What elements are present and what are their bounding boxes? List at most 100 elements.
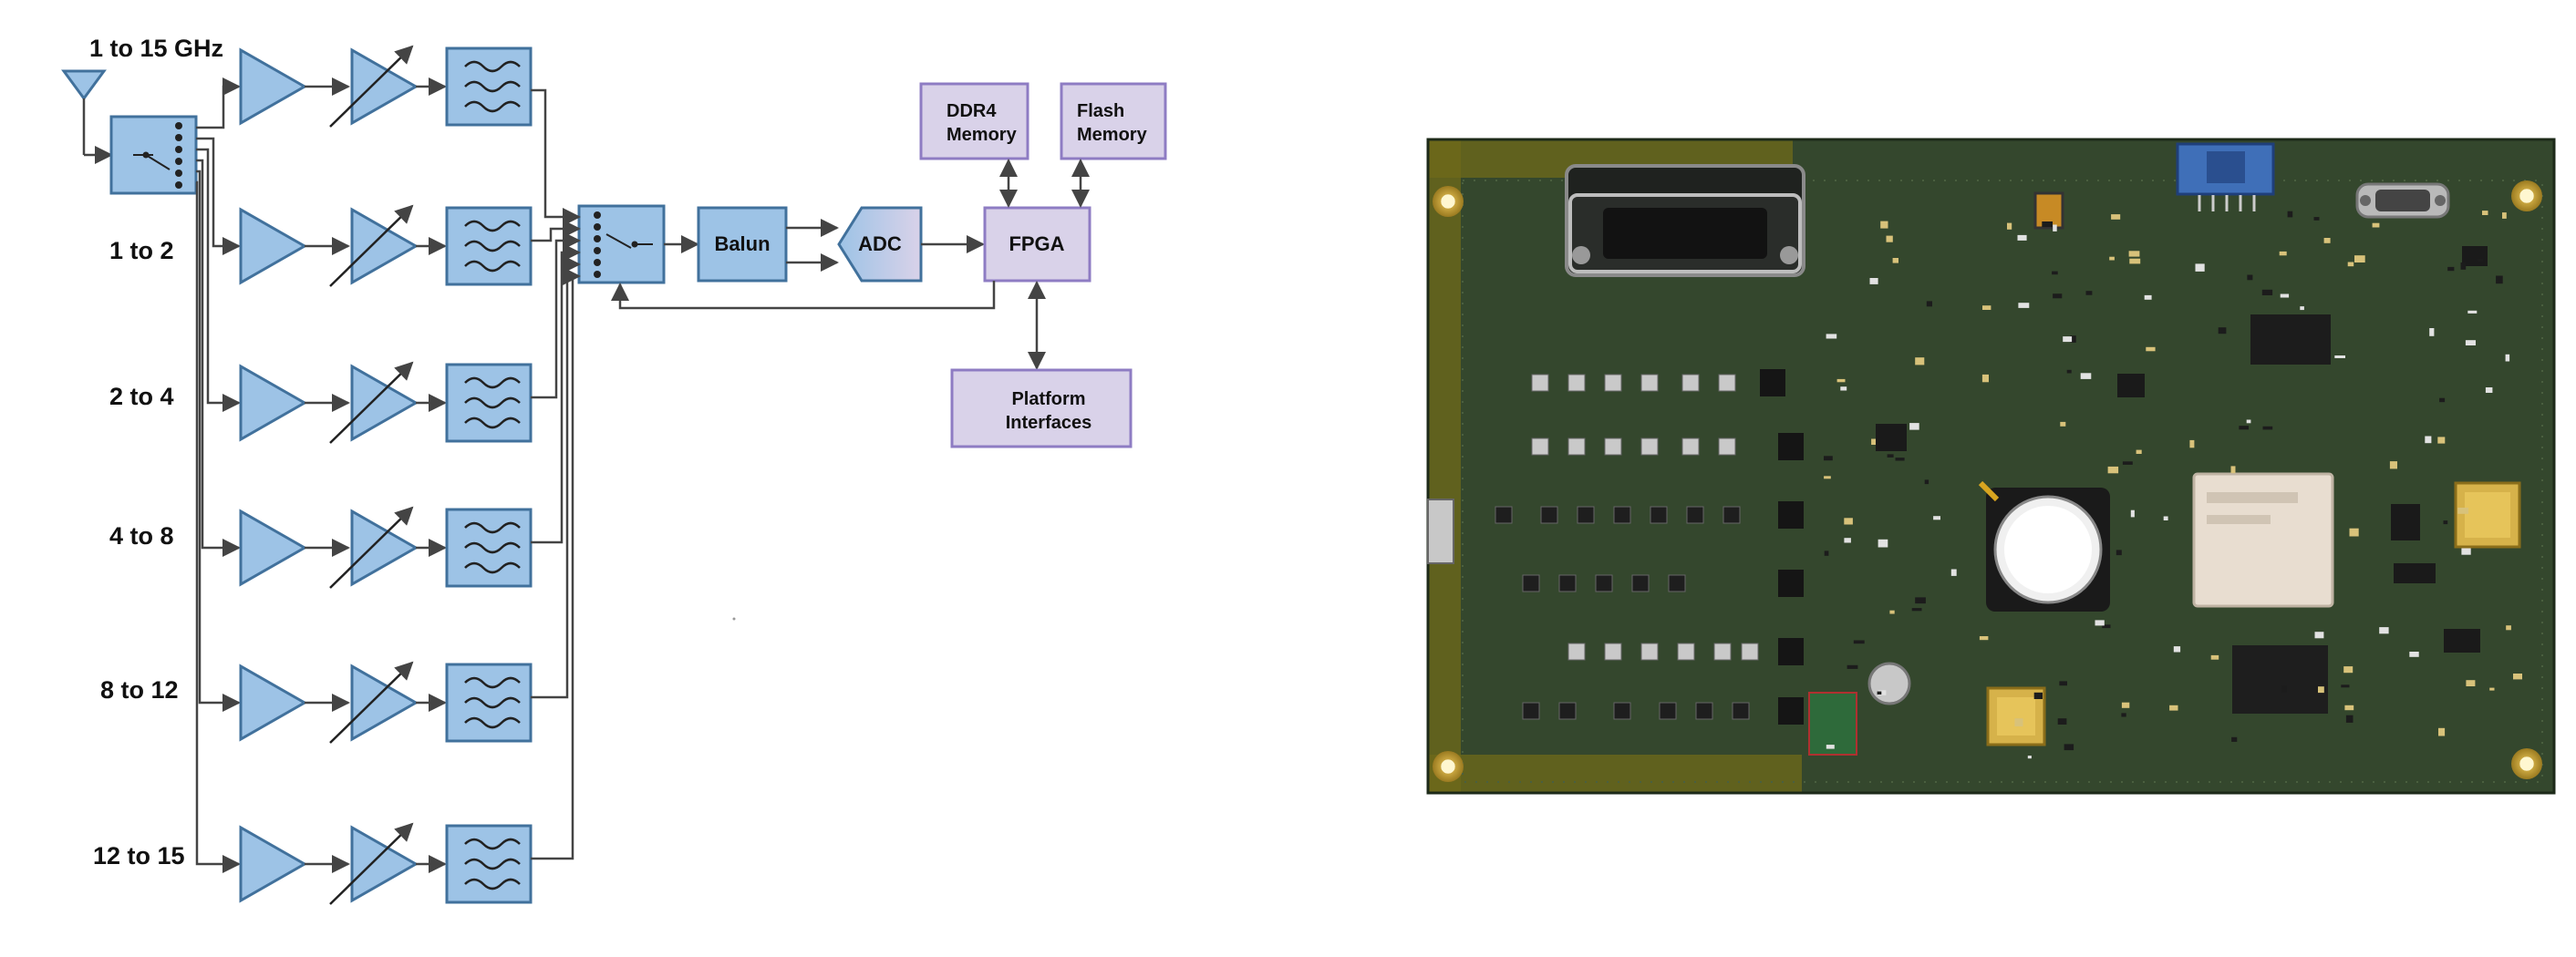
passive	[2349, 528, 2359, 537]
mux-switch-icon	[577, 204, 666, 284]
passive	[2057, 718, 2067, 725]
passive	[2109, 256, 2115, 261]
passive	[2102, 624, 2111, 629]
rf-part	[1613, 506, 1631, 524]
passive	[2173, 646, 2181, 653]
passive	[2060, 421, 2066, 427]
passive	[1847, 664, 1858, 669]
passive	[1877, 691, 1882, 695]
passive	[2053, 293, 2063, 299]
rf-chain-2	[239, 204, 533, 287]
amplifier-icon	[239, 825, 308, 903]
passive	[1871, 438, 1876, 445]
passive	[1911, 608, 1922, 612]
balun-label: Balun	[714, 232, 770, 255]
passive	[2341, 684, 2350, 688]
band-label-2-4: 2 to 4	[109, 383, 174, 410]
mounting-hole-tl	[1433, 186, 1464, 217]
passive	[2169, 705, 2178, 711]
rf-chain-5	[239, 661, 533, 744]
passive	[2461, 548, 2471, 555]
rf-part	[1677, 643, 1695, 661]
rf-part	[1640, 437, 1659, 456]
flash-label-line2: Memory	[1077, 125, 1148, 145]
passive	[2189, 439, 2195, 448]
rf-part	[1604, 374, 1622, 392]
pcb-via-fence	[1462, 180, 2543, 783]
platform-label-line1: Platform	[1011, 389, 1085, 409]
passive	[2239, 426, 2249, 430]
mounting-hole-br	[2511, 748, 2542, 779]
passive	[2314, 632, 2324, 639]
passive	[2318, 686, 2324, 694]
passive	[1909, 423, 1919, 430]
passive	[2136, 449, 2142, 454]
rf-part	[1659, 702, 1677, 720]
passive	[2230, 466, 2236, 474]
rf-part	[1741, 643, 1759, 661]
rf-chain-4	[239, 506, 533, 589]
fpga-block: FPGA	[983, 206, 1091, 283]
passive	[1826, 334, 1837, 339]
input-switch-icon	[109, 115, 198, 195]
balun-block: Balun	[697, 206, 788, 283]
passive	[2146, 346, 2156, 352]
passive	[2460, 262, 2467, 270]
passive	[1887, 454, 1894, 458]
ic-regulator	[2391, 504, 2420, 540]
passive	[2042, 221, 2053, 228]
passive	[1950, 569, 1957, 576]
rf-part	[1558, 702, 1577, 720]
passive	[2052, 271, 2058, 275]
pcb-outline	[1426, 138, 2556, 795]
passive	[2111, 214, 2121, 220]
passive	[2447, 266, 2455, 272]
passive	[1982, 305, 1991, 310]
amplifier-icon	[239, 664, 308, 742]
rf-part	[1732, 702, 1750, 720]
passive	[2231, 736, 2238, 742]
rf-ic	[1778, 433, 1804, 460]
round-shield	[1978, 480, 2110, 612]
rf-ic	[1778, 697, 1804, 725]
rf-part	[1631, 574, 1650, 592]
rf-part	[1577, 506, 1595, 524]
passive	[2130, 509, 2135, 518]
passive	[1878, 690, 1887, 695]
passive	[1826, 745, 1835, 749]
amplifier-icon	[239, 364, 308, 442]
passive	[2095, 620, 2105, 626]
passive	[2066, 369, 2072, 374]
rf-part	[1604, 643, 1622, 661]
passive	[1824, 551, 1829, 556]
passive	[1979, 636, 1989, 641]
filter-icon	[445, 508, 533, 588]
blue-header-connector	[2176, 142, 2275, 211]
filter-icon	[445, 663, 533, 743]
rf-chain-3	[239, 361, 533, 444]
rf-part	[1531, 374, 1549, 392]
passive	[1853, 640, 1865, 644]
passive	[2344, 705, 2354, 711]
rf-ic	[1778, 638, 1804, 665]
ic-small-5	[2444, 629, 2480, 653]
mounting-hole-tr	[2511, 180, 2542, 211]
rf-part	[1558, 574, 1577, 592]
variable-attenuator-icon	[329, 822, 419, 905]
rf-component-rows	[1495, 369, 1804, 725]
rf-chain-6	[239, 822, 533, 905]
passive	[2033, 692, 2043, 699]
ddr4-label-line1: DDR4	[947, 101, 997, 121]
pcb-rf-row-2	[1531, 433, 1804, 460]
flash-label-line1: Flash	[1077, 101, 1124, 121]
rf-chain-1	[239, 45, 533, 128]
passive	[2438, 727, 2446, 736]
rf-part	[1668, 574, 1686, 592]
filter-icon	[445, 46, 533, 127]
rf-part	[1640, 643, 1659, 661]
pcb-rf-row-3	[1495, 501, 1804, 529]
passive	[1915, 357, 1925, 365]
passive	[2107, 466, 2119, 474]
passive	[2085, 291, 2093, 295]
passive	[2347, 262, 2354, 267]
